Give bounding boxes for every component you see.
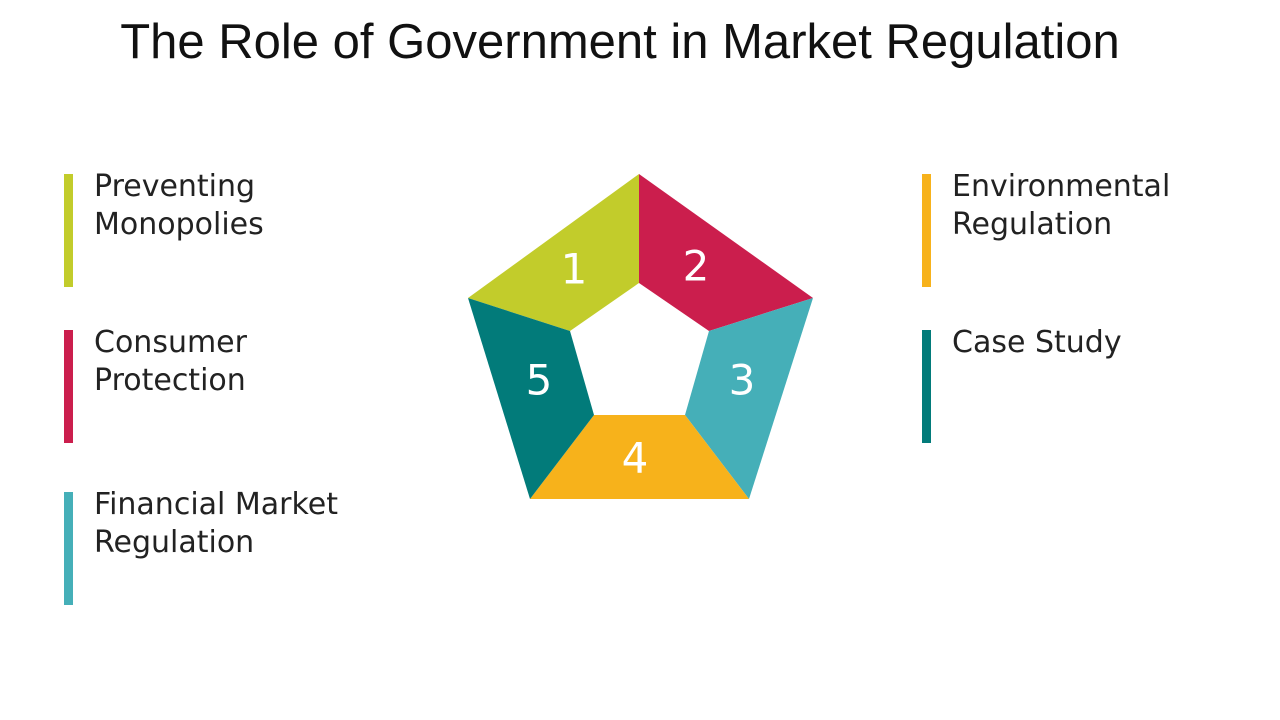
segment-5 bbox=[468, 298, 594, 499]
legend-item-case-study: Case Study bbox=[922, 325, 1222, 443]
segment-number-4: 4 bbox=[622, 434, 649, 483]
legend-item-preventing-monopolies: Preventing Monopolies bbox=[64, 169, 364, 287]
legend-item-environmental-regulation: Environmental Regulation bbox=[922, 169, 1222, 287]
legend-label: Environmental Regulation bbox=[952, 169, 1171, 242]
legend-label: Consumer Protection bbox=[94, 325, 247, 398]
legend-item-financial-market-regulation: Financial Market Regulation bbox=[64, 487, 364, 605]
page-title: The Role of Government in Market Regulat… bbox=[120, 15, 1120, 69]
legend-color-bar bbox=[64, 492, 73, 605]
segment-number-1: 1 bbox=[561, 245, 588, 294]
legend-color-bar bbox=[922, 330, 931, 443]
segment-1 bbox=[468, 174, 639, 331]
segment-4 bbox=[530, 415, 749, 499]
legend-label: Financial Market Regulation bbox=[94, 487, 339, 560]
legend-label: Preventing Monopolies bbox=[94, 169, 264, 242]
segment-number-2: 2 bbox=[683, 242, 710, 291]
legend-item-consumer-protection: Consumer Protection bbox=[64, 325, 364, 443]
legend-color-bar bbox=[922, 174, 931, 287]
segment-2 bbox=[639, 174, 813, 331]
segment-3 bbox=[685, 298, 813, 499]
segment-number-5: 5 bbox=[526, 356, 553, 405]
legend-color-bar bbox=[64, 330, 73, 443]
segment-number-3: 3 bbox=[729, 356, 756, 405]
legend-color-bar bbox=[64, 174, 73, 287]
legend-label: Case Study bbox=[952, 325, 1122, 360]
